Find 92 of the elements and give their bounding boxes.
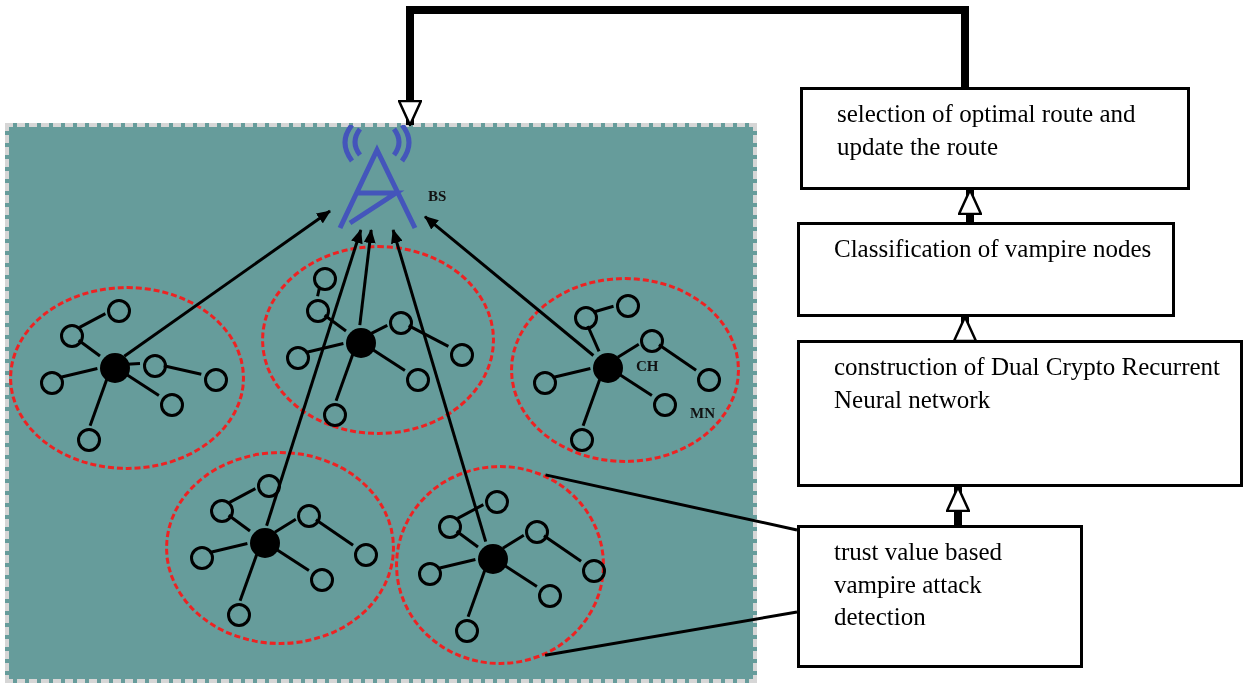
connector-line — [466, 569, 487, 618]
member-node-circle — [60, 324, 84, 348]
connector-line — [581, 378, 602, 427]
cluster-ellipse — [510, 277, 740, 463]
connector-line — [543, 534, 582, 563]
connector-line — [407, 324, 450, 348]
connector-line — [126, 362, 141, 366]
member-node-circle — [485, 490, 509, 514]
connector-line — [77, 339, 101, 358]
process-box — [800, 87, 1190, 190]
connector-line — [228, 487, 257, 504]
cluster-ellipse — [261, 245, 495, 435]
member-node-circle — [313, 267, 337, 291]
member-node-circle — [389, 311, 413, 335]
member-node-circle — [616, 294, 640, 318]
member-node-circle — [450, 343, 474, 367]
member-node-circle — [107, 299, 131, 323]
connector-line — [78, 312, 107, 329]
connector-line — [586, 325, 601, 352]
member-node-circle — [286, 346, 310, 370]
connector-line — [502, 534, 525, 550]
member-node-circle — [582, 559, 606, 583]
member-node-circle — [190, 546, 214, 570]
connector-line — [60, 367, 98, 379]
cluster-ellipse — [9, 286, 245, 470]
member-node-circle — [77, 428, 101, 452]
member-node-circle — [143, 354, 167, 378]
member-node-circle — [455, 619, 479, 643]
arrow — [957, 188, 983, 222]
cluster-ellipse — [395, 465, 605, 665]
member-node-circle — [354, 543, 378, 567]
process-box — [797, 340, 1243, 487]
connector-line — [163, 364, 202, 376]
leader-line — [544, 610, 798, 657]
process-box — [797, 525, 1083, 668]
member-node-circle — [640, 329, 664, 353]
connector-line — [315, 518, 354, 547]
member-node-circle — [525, 520, 549, 544]
member-node-circle — [323, 403, 347, 427]
connector-line — [227, 514, 251, 533]
member-node-circle — [533, 371, 557, 395]
member-node-circle — [257, 474, 281, 498]
member-node-circle — [210, 499, 234, 523]
connector-line — [323, 314, 347, 333]
process-text: trust value based vampire attack detection — [834, 537, 1003, 632]
member-node-circle — [160, 393, 184, 417]
connector-line — [658, 343, 697, 372]
arrow — [424, 215, 595, 357]
member-node-circle — [406, 368, 430, 392]
member-node-circle — [306, 299, 330, 323]
connector-line — [316, 287, 321, 297]
connector-line — [456, 503, 485, 520]
member-node-circle — [570, 428, 594, 452]
member-node-circle — [40, 371, 64, 395]
connector-line — [88, 378, 109, 427]
member-node-circle — [697, 368, 721, 392]
process-text: construction of Dual Crypto Recurrent Neural network — [834, 352, 1221, 415]
member-node-circle — [310, 568, 334, 592]
arrow — [265, 229, 363, 527]
arrow — [397, 6, 969, 127]
arrow — [391, 229, 488, 543]
member-node-circle — [538, 584, 562, 608]
connector-line — [438, 558, 476, 570]
process-text: Classification of vampire nodes — [834, 234, 1153, 264]
arrow — [952, 315, 978, 343]
member-node-circle — [204, 368, 228, 392]
node-label: CH — [636, 358, 659, 375]
member-node-circle — [227, 603, 251, 627]
member-node-circle — [297, 504, 321, 528]
arrow — [123, 209, 331, 358]
connector-line — [210, 542, 248, 554]
connector-line — [370, 324, 388, 335]
member-node-circle — [418, 562, 442, 586]
connector-line — [238, 553, 259, 602]
process-text: selection of optimal route and update the route — [837, 99, 1137, 162]
node-label: MN — [690, 405, 715, 422]
connector-line — [334, 353, 355, 402]
node-label: BS — [428, 188, 447, 205]
connector-line — [274, 518, 297, 534]
member-node-circle — [653, 393, 677, 417]
member-node-circle — [574, 306, 598, 330]
arrow — [358, 229, 376, 326]
arrow — [945, 485, 971, 525]
leader-line — [545, 473, 798, 532]
connector-line — [594, 304, 614, 314]
connector-line — [553, 367, 591, 379]
process-box — [797, 222, 1175, 317]
connector-line — [455, 530, 479, 549]
cluster-ellipse — [165, 451, 395, 645]
member-node-circle — [438, 515, 462, 539]
connector-line — [617, 343, 640, 359]
connector-line — [306, 342, 344, 354]
